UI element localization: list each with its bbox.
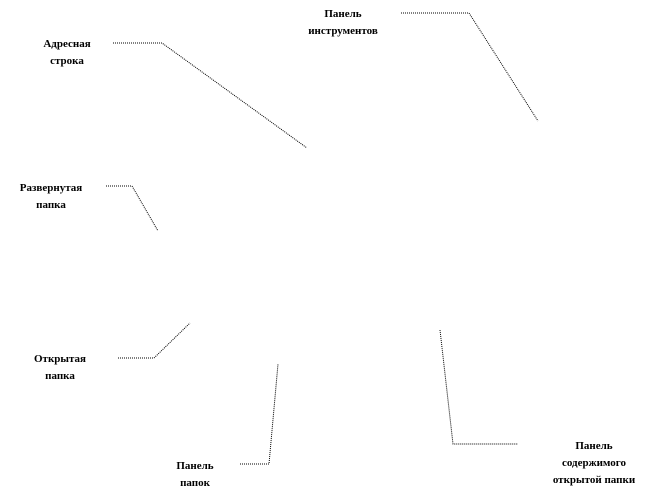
callout-open-folder-line-2: папка	[45, 370, 75, 382]
callout-contents-pane-line-3: открытой папки	[552, 474, 636, 486]
callout-expanded-folder-line-2: папка	[36, 199, 66, 211]
callout-folders-pane-line-1: Панель	[176, 460, 214, 472]
callout-contents-pane-line-1: Панель	[575, 440, 613, 452]
callout-toolbar-line-2: инструментов	[308, 25, 378, 37]
callout-address-bar: Адресная строка	[28, 36, 106, 70]
leader-line-open-folder	[118, 322, 191, 359]
callout-folders-pane: Панель папок	[160, 458, 230, 492]
callout-expanded-folder-line-1: Развернутая	[19, 182, 83, 194]
leader-line-toolbar	[401, 12, 539, 122]
callout-folders-pane-line-2: папок	[180, 477, 210, 489]
callout-address-bar-line-1: Адресная	[43, 38, 91, 50]
callout-open-folder: Открытая папка	[20, 351, 100, 385]
callout-open-folder-line-1: Открытая	[34, 353, 86, 365]
leader-line-contents-pane	[439, 329, 518, 445]
leader-line-folders-pane	[240, 363, 279, 465]
leader-line-expanded-folder	[106, 185, 159, 232]
callout-contents-pane-line-2: содержимого	[561, 457, 626, 469]
callout-expanded-folder: Развернутая папка	[6, 180, 96, 214]
callout-toolbar-line-1: Панель	[324, 8, 362, 20]
callout-address-bar-line-2: строка	[50, 55, 84, 67]
callout-toolbar: Панель инструментов	[288, 6, 398, 40]
callout-contents-pane: Панель содержимого открытой папки	[545, 438, 643, 489]
leader-line-address-bar	[113, 42, 308, 149]
